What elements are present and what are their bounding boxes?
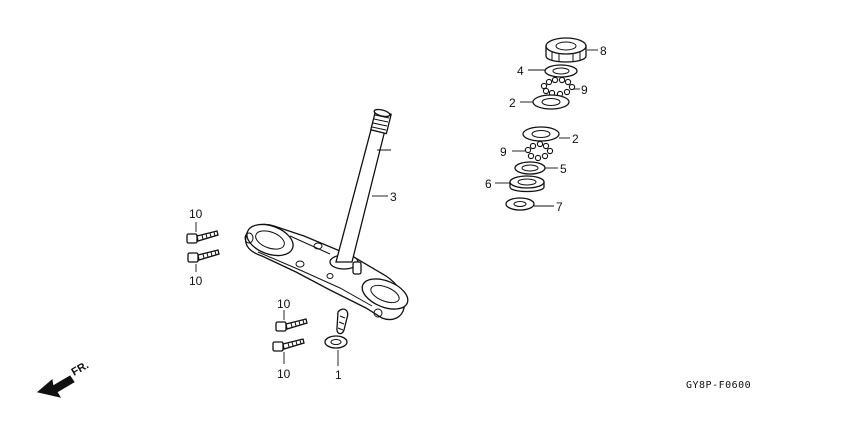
callout-7: 7 xyxy=(556,200,563,214)
callout-3: 3 xyxy=(390,190,397,204)
callout-2-upper: 2 xyxy=(509,96,516,110)
washer xyxy=(505,197,535,211)
cable-clip xyxy=(324,308,349,349)
arrow-icon xyxy=(36,375,75,398)
direction-label: FR. xyxy=(70,359,91,378)
dust-seal xyxy=(544,64,578,78)
ball-race-upper xyxy=(532,94,570,110)
callout-8: 8 xyxy=(600,44,607,58)
callout-labels: 8 4 9 2 2 9 5 6 7 3 10 10 10 10 1 xyxy=(189,44,607,382)
callout-5: 5 xyxy=(560,162,567,176)
lower-dust-seal xyxy=(509,175,545,193)
callout-10-b: 10 xyxy=(189,274,203,288)
bearing-race xyxy=(514,161,546,175)
callout-1: 1 xyxy=(335,368,342,382)
leader-lines xyxy=(195,49,598,366)
callout-10-d: 10 xyxy=(277,367,291,381)
steering-stem-part xyxy=(244,108,409,321)
steel-balls-upper xyxy=(540,76,576,98)
steel-balls-lower xyxy=(524,140,554,162)
callout-9-upper: 9 xyxy=(581,83,588,97)
callout-10-c: 10 xyxy=(277,297,291,311)
bolt-upper-left-b xyxy=(187,249,220,263)
callout-6: 6 xyxy=(485,177,492,191)
front-direction-arrow: FR. xyxy=(36,359,91,398)
top-thread-nut xyxy=(545,37,587,63)
callout-9-lower: 9 xyxy=(500,145,507,159)
callout-2-lower: 2 xyxy=(572,132,579,146)
bolt-upper-left-a xyxy=(186,230,219,244)
diagram-code: GY8P-F0600 xyxy=(686,380,751,391)
bolt-lower-b xyxy=(272,338,305,352)
ball-race-lower xyxy=(522,126,560,142)
top-bearing-stack xyxy=(532,37,587,110)
callout-4: 4 xyxy=(517,64,524,78)
callout-10-a: 10 xyxy=(189,207,203,221)
bolt-lower-a xyxy=(275,318,308,332)
bottom-bearing-stack xyxy=(505,126,560,211)
